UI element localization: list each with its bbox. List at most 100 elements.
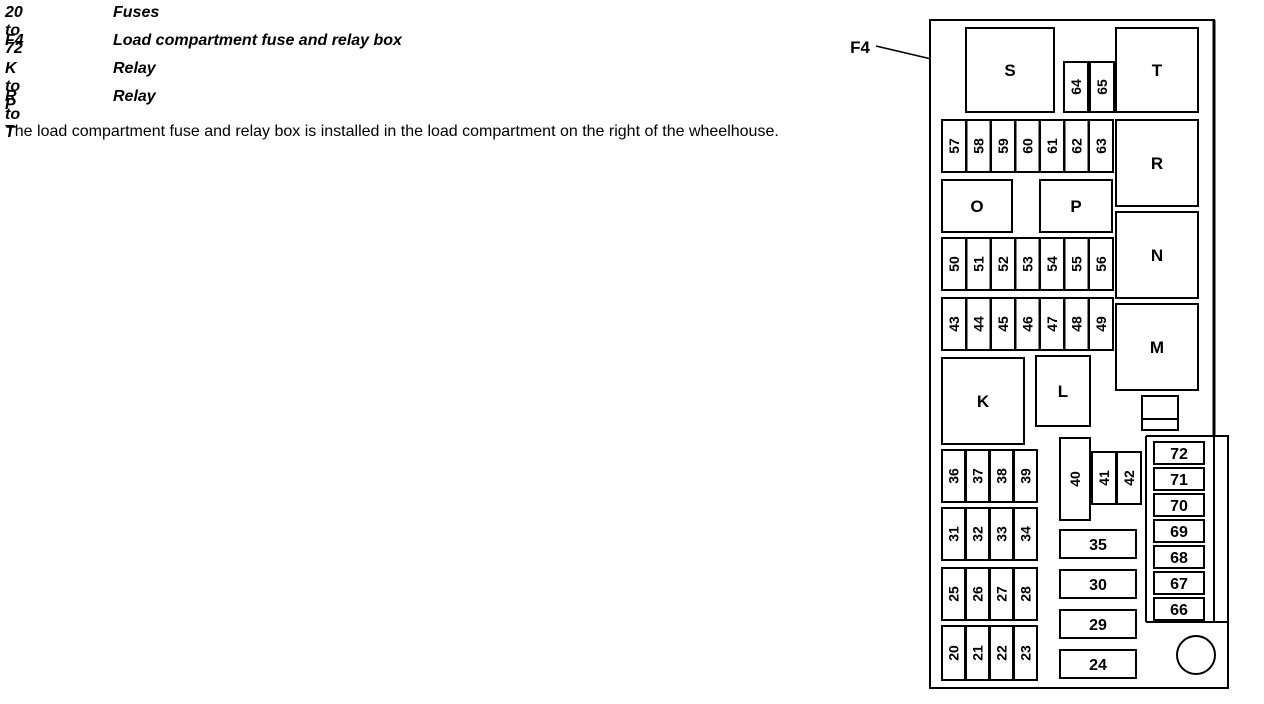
fuse-21: 21 [965, 625, 990, 681]
fuse-label: 52 [995, 256, 1011, 272]
installation-note: The load compartment fuse and relay box … [5, 123, 779, 140]
fuse-label: 34 [1018, 526, 1034, 542]
relay-s: S [965, 27, 1055, 113]
legend-key: R to T [5, 88, 21, 141]
legend-description: Fuses [113, 4, 160, 21]
fuse-46: 46 [1014, 297, 1041, 351]
fuse-58: 58 [965, 119, 992, 173]
fuse-55: 55 [1063, 237, 1090, 291]
legend-key: F4 [5, 32, 24, 49]
fuse-71: 71 [1153, 467, 1205, 491]
fuse-label: 68 [1170, 550, 1188, 567]
legend-key: K to P [5, 60, 21, 113]
fuse-label: 72 [1170, 446, 1188, 463]
fuse-29: 29 [1059, 609, 1137, 639]
fuse-72: 72 [1153, 441, 1205, 465]
legend-description: Relay [113, 60, 156, 77]
fuse-35: 35 [1059, 529, 1137, 559]
fuse-label: 53 [1020, 256, 1036, 272]
fuse-28: 28 [1013, 567, 1038, 621]
relay-label: M [1150, 338, 1164, 357]
fuse-49: 49 [1088, 297, 1114, 351]
fuse-label: 30 [1089, 577, 1107, 594]
fuse-30: 30 [1059, 569, 1137, 599]
fuse-23: 23 [1013, 625, 1038, 681]
fuse-label: 44 [971, 316, 987, 332]
fuse-48: 48 [1063, 297, 1090, 351]
fuse-36: 36 [941, 449, 966, 503]
fuse-label: 55 [1069, 256, 1085, 272]
fuse-54: 54 [1039, 237, 1065, 291]
fuse-label: 38 [994, 468, 1010, 484]
relay-l: L [1035, 355, 1091, 427]
fuse-38: 38 [989, 449, 1014, 503]
fuse-label: 21 [970, 645, 986, 661]
fuse-label: 47 [1044, 316, 1060, 332]
relay-label: N [1151, 246, 1163, 265]
fuse-34: 34 [1013, 507, 1038, 561]
relay-t: T [1115, 27, 1199, 113]
fuse-40: 40 [1059, 437, 1091, 521]
relay-o: O [941, 179, 1013, 233]
fuse-69: 69 [1153, 519, 1205, 543]
fuse-label: 51 [971, 256, 987, 272]
relay-label: S [1004, 61, 1015, 80]
fuse-57: 57 [941, 119, 967, 173]
fuse-label: 50 [946, 256, 962, 272]
fuse-label: 25 [946, 586, 962, 602]
fuse-label: 59 [995, 138, 1011, 154]
fuse-26: 26 [965, 567, 990, 621]
legend-description: Load compartment fuse and relay box [113, 32, 402, 49]
fuse-64: 64 [1063, 61, 1089, 113]
fuse-65: 65 [1089, 61, 1115, 113]
fuse-60: 60 [1014, 119, 1041, 173]
fuse-22: 22 [989, 625, 1014, 681]
fuse-label: 27 [994, 586, 1010, 602]
fuse-label: 64 [1068, 79, 1084, 95]
fuse-56: 56 [1088, 237, 1114, 291]
fuse-43: 43 [941, 297, 967, 351]
fuse-62: 62 [1063, 119, 1090, 173]
fuse-label: 69 [1170, 524, 1188, 541]
fuse-25: 25 [941, 567, 966, 621]
relay-k: K [941, 357, 1025, 445]
fuse-label: 37 [970, 468, 986, 484]
fuse-20: 20 [941, 625, 966, 681]
fuse-label: 39 [1018, 468, 1034, 484]
fuse-52: 52 [990, 237, 1016, 291]
fuse-label: 70 [1170, 498, 1188, 515]
fuse-42: 42 [1116, 451, 1142, 505]
fuse-label: 66 [1170, 602, 1188, 619]
fuse-label: 29 [1089, 617, 1107, 634]
relay-label: R [1151, 154, 1163, 173]
fuse-label: 24 [1089, 657, 1107, 674]
fuse-label: 33 [994, 526, 1010, 542]
fuse-37: 37 [965, 449, 990, 503]
fuse-label: 42 [1121, 470, 1137, 486]
fuse-33: 33 [989, 507, 1014, 561]
fuse-label: 49 [1093, 316, 1109, 332]
fuse-label: 35 [1089, 537, 1107, 554]
fuse-label: 58 [971, 138, 987, 154]
fuse-label: 61 [1044, 138, 1060, 154]
fuse-44: 44 [965, 297, 992, 351]
legend-key: 20 to 72 [5, 4, 23, 57]
fuse-label: 20 [946, 645, 962, 661]
fuse-label: 45 [995, 316, 1011, 332]
legend-description: Relay [113, 88, 156, 105]
fuse-label: 28 [1018, 586, 1034, 602]
fuse-label: 48 [1069, 316, 1085, 332]
fuse-label: 65 [1094, 79, 1110, 95]
fuse-59: 59 [990, 119, 1016, 173]
relay-n: N [1115, 211, 1199, 299]
relay-label: K [977, 392, 990, 411]
fuse-label: 71 [1170, 472, 1188, 489]
box-label: F4 [850, 38, 870, 57]
fuse-label: 22 [994, 645, 1010, 661]
relay-r: R [1115, 119, 1199, 207]
fuse-47: 47 [1039, 297, 1065, 351]
fuse-68: 68 [1153, 545, 1205, 569]
relay-label: O [970, 197, 983, 216]
